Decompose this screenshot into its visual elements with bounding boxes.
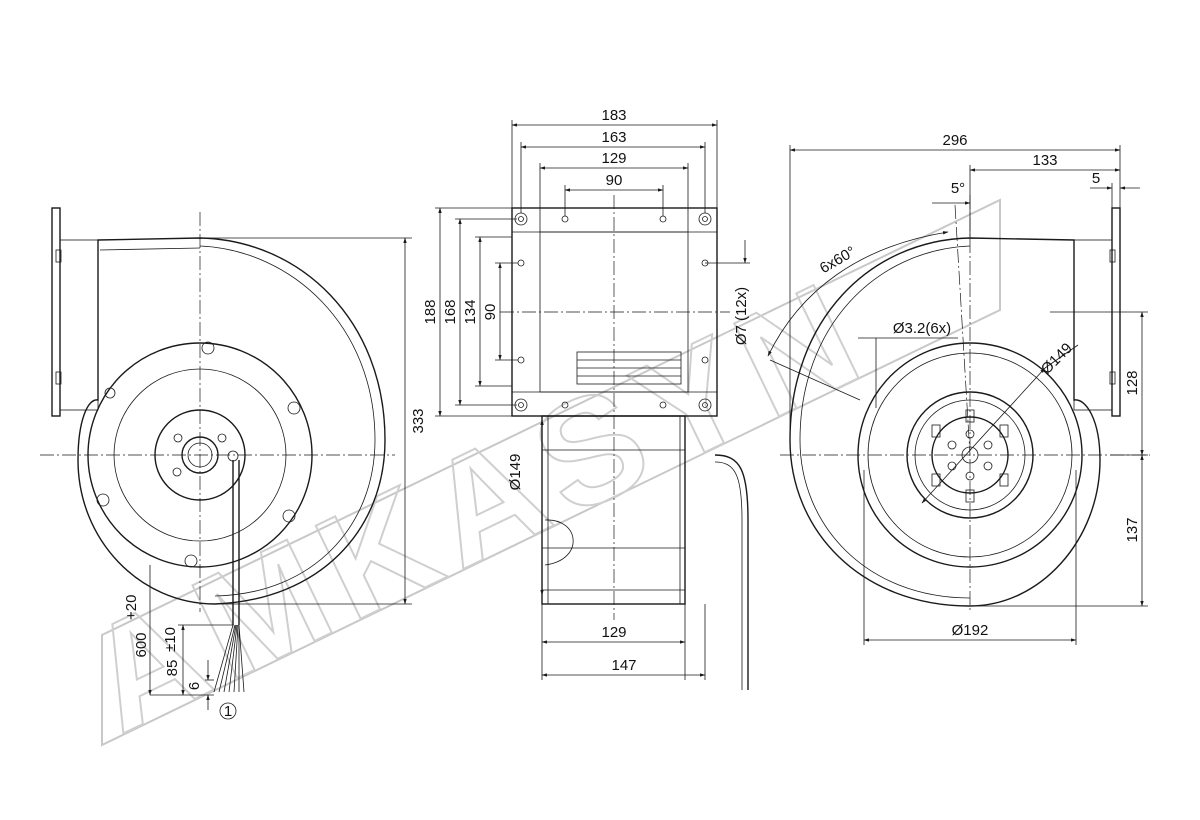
middle-dim-v-2: 168 (442, 299, 459, 324)
middle-dim-top-4: 90 (606, 172, 623, 189)
right-circle-dia: Ø149 (1038, 340, 1076, 378)
right-dim-top-1: 296 (942, 132, 967, 149)
right-dim-top-3: 5 (1092, 170, 1100, 187)
middle-wheel-dia: Ø149 (507, 454, 524, 491)
left-cable-length: 600 (133, 632, 150, 657)
right-angle: 5° (951, 180, 965, 197)
left-strip-length: 85 (164, 660, 181, 677)
middle-dim-v-3: 134 (462, 299, 479, 324)
middle-dim-v-1: 188 (422, 299, 439, 324)
middle-dim-top-3: 129 (601, 150, 626, 167)
left-dim-height: 333 (410, 408, 427, 433)
middle-dim-top-2: 163 (601, 129, 626, 146)
right-dim-top-2: 133 (1032, 152, 1057, 169)
middle-dim-top-1: 183 (601, 107, 626, 124)
middle-dim-bottom-1: 129 (601, 624, 626, 641)
left-cable (232, 460, 240, 625)
right-dim-bottom: Ø192 (952, 622, 989, 639)
left-outlet-duct (59, 239, 99, 411)
watermark-graphic: AMKASYN (60, 198, 1001, 765)
right-dim-right-1: 128 (1124, 370, 1141, 395)
left-strip-end: 6 (186, 682, 203, 690)
middle-dim-v-4: 90 (482, 304, 499, 321)
left-flange (51, 207, 61, 417)
right-dim-right-2: 137 (1124, 517, 1141, 542)
middle-hole-note: Ø7 (12x) (733, 287, 750, 345)
middle-view: 183 163 129 90 188 168 134 90 Ø7 (12x) (422, 107, 750, 690)
left-view: 1 333 600 +20 85 ±10 6 (40, 207, 427, 720)
left-strip-length-tol: ±10 (162, 627, 179, 652)
left-callout-circle (219, 702, 237, 720)
left-callout-text: 1 (224, 703, 232, 720)
left-volute (77, 237, 386, 605)
middle-dim-bottom-2: 147 (611, 657, 636, 674)
right-holes-note: Ø3.2(6x) (893, 320, 951, 337)
middle-cable (714, 454, 749, 690)
left-cable-length-tol: +20 (123, 595, 140, 620)
